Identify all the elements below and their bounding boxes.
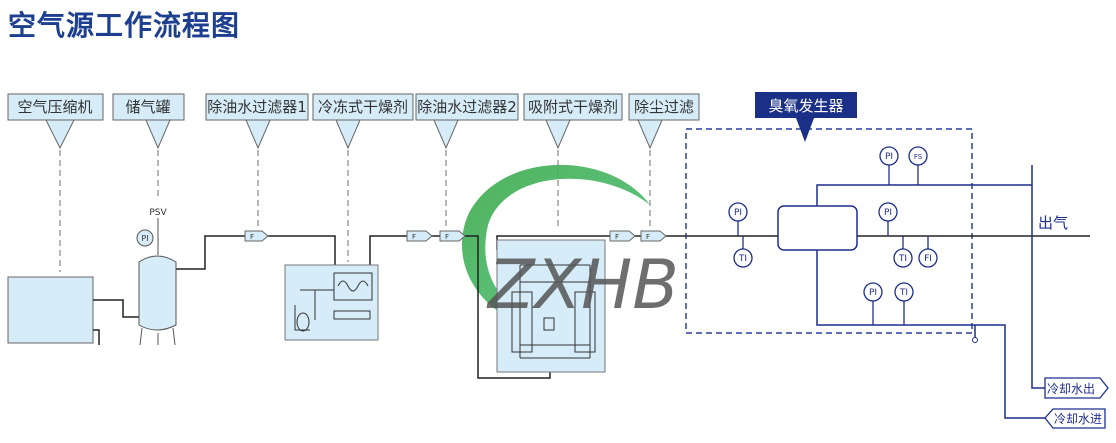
svg-text:臭氧发生器: 臭氧发生器 xyxy=(768,97,843,115)
ozone-generator-boundary xyxy=(685,128,973,334)
filter-mark: F xyxy=(412,233,416,241)
pressure-indicator-icon xyxy=(878,202,898,222)
stage-label: 储气罐 xyxy=(125,98,170,116)
pressure-indicator-icon xyxy=(863,282,883,302)
svg-text:冷却水进: 冷却水进 xyxy=(1054,412,1102,426)
storage-tank: PI PSV xyxy=(136,208,177,346)
ozone-generator-callout: 臭氧发生器 xyxy=(755,92,857,142)
page-title: 空气源工作流程图 xyxy=(8,9,241,42)
svg-text:PI: PI xyxy=(734,208,742,218)
refrigerated-dryer xyxy=(284,264,379,341)
filter-mark: F xyxy=(646,233,650,241)
filters xyxy=(244,230,667,242)
callout-air-compressor xyxy=(7,93,104,150)
pressure-indicator-icon xyxy=(728,202,748,222)
stage-label: 吸附式干燥剂 xyxy=(528,98,618,116)
temperature-indicator-icon xyxy=(733,248,753,268)
callout-dust-filter xyxy=(628,93,700,150)
callout-adsorption-dryer xyxy=(523,93,623,150)
pressure-indicator-icon xyxy=(879,146,899,166)
psv-label: PSV xyxy=(149,208,167,218)
ozone-generator-vessel xyxy=(777,205,858,251)
pressure-gauge-icon xyxy=(136,229,154,247)
filter-mark: F xyxy=(250,233,254,241)
svg-text:TI: TI xyxy=(899,288,908,298)
filter-mark: F xyxy=(445,233,449,241)
flow-switch-icon xyxy=(908,146,928,166)
svg-text:PI: PI xyxy=(885,152,893,162)
leader-lines xyxy=(59,150,651,272)
stage-label: 除油水过滤器1 xyxy=(207,98,307,116)
temperature-indicator-icon xyxy=(893,248,913,268)
svg-text:TI: TI xyxy=(738,254,747,264)
svg-text:FS: FS xyxy=(914,153,923,161)
cooling-water-in: 冷却水进 xyxy=(1044,408,1106,429)
svg-text:PI: PI xyxy=(869,288,877,298)
flow-indicator-icon xyxy=(918,248,938,268)
logo-text: ZXHB xyxy=(486,246,679,325)
filter-mark: F xyxy=(615,233,619,241)
svg-text:PI: PI xyxy=(141,234,148,243)
callout-storage-tank xyxy=(112,93,185,150)
callout-filter-1 xyxy=(205,93,309,150)
svg-text:冷却水出: 冷却水出 xyxy=(1047,382,1095,396)
stage-label: 空气压缩机 xyxy=(17,98,92,116)
stage-label: 除尘过滤 xyxy=(634,98,694,116)
temperature-indicator-icon xyxy=(894,282,914,302)
outlet-label: 出气 xyxy=(1038,214,1068,232)
cooling-water-out: 冷却水出 xyxy=(1044,377,1109,399)
stage-label: 冷冻式干燥剂 xyxy=(318,98,408,116)
adsorption-dryer xyxy=(496,239,606,373)
callout-filter-2 xyxy=(415,93,519,150)
callout-refrigerated-dryer xyxy=(312,93,414,150)
svg-text:TI: TI xyxy=(898,254,907,264)
stage-label: 除油水过滤器2 xyxy=(417,98,517,116)
air-compressor xyxy=(7,276,94,344)
svg-text:PI: PI xyxy=(884,208,892,218)
svg-text:FI: FI xyxy=(924,254,932,264)
